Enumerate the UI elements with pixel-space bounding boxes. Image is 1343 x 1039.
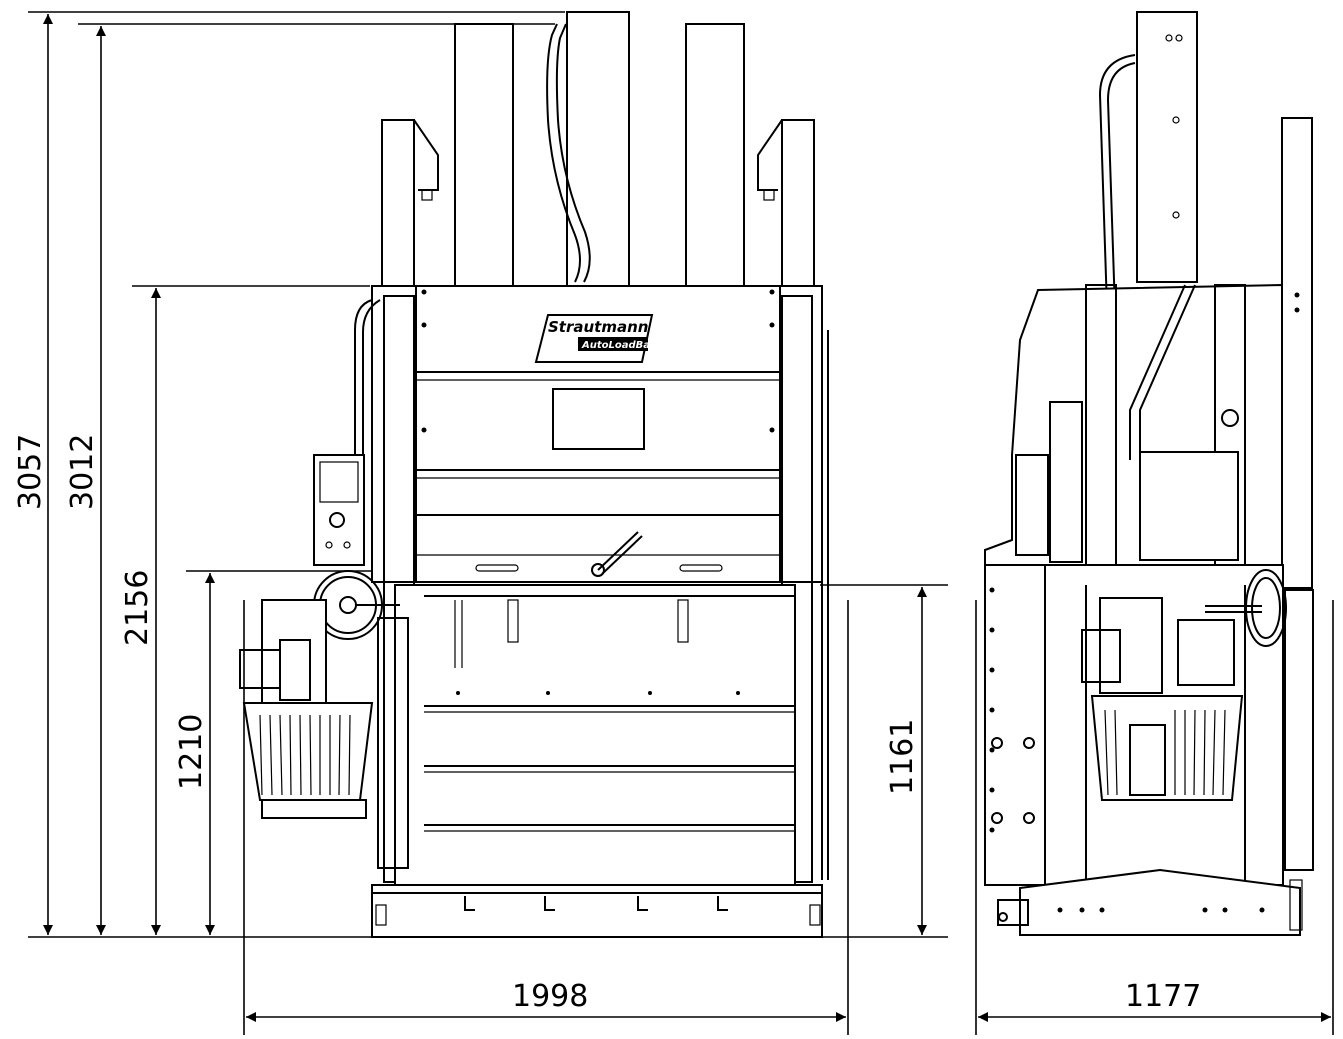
dim-frame-height: 3012 [65, 434, 100, 510]
brand-logo: Strautmann [548, 318, 648, 336]
dimension-lines [28, 11, 1334, 1035]
control-panel [313, 454, 365, 566]
model-logo: AutoLoadBale [581, 340, 660, 351]
side-view [984, 11, 1314, 936]
dim-chamber-height: 1210 [174, 714, 209, 790]
front-view: Strautmann AutoLoadBale [239, 11, 829, 938]
hydraulic-tank [242, 702, 374, 801]
dim-side-depth: 1177 [1125, 979, 1201, 1014]
dim-overall-height: 3057 [13, 434, 48, 510]
dim-door-top-height: 2156 [120, 570, 155, 646]
dim-front-width: 1998 [512, 979, 588, 1014]
dim-loading-height: 1161 [885, 719, 920, 795]
electrical-box [1139, 451, 1239, 561]
